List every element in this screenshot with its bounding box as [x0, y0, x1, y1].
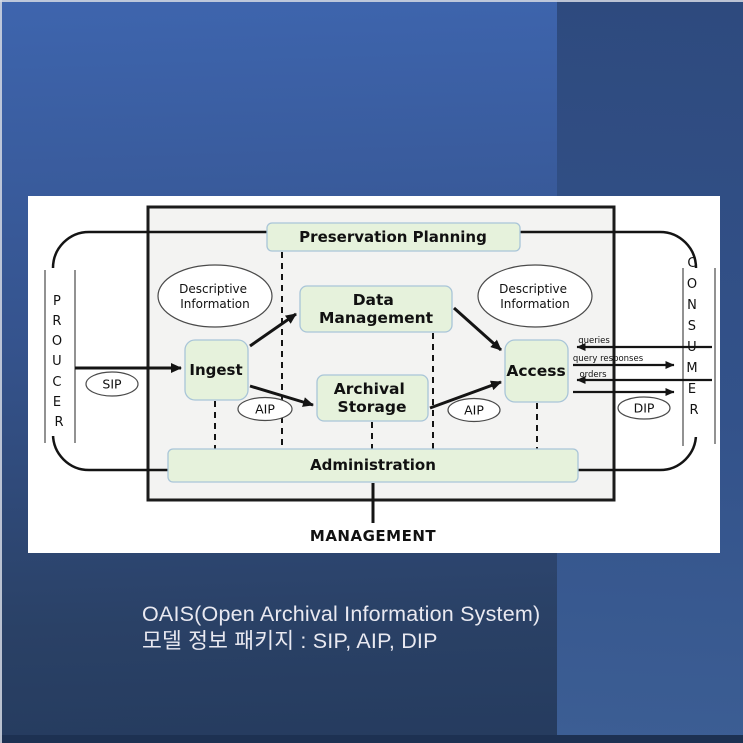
sip-ellipse — [85, 371, 139, 397]
diagram-panel: P R O U C E R C O N S U M E R — [28, 196, 720, 553]
access-box — [504, 339, 569, 403]
sip-text: SIP — [102, 377, 122, 392]
arrow-storage-to-access — [429, 380, 502, 410]
dip-ellipse — [617, 396, 671, 420]
ingest-box — [184, 339, 249, 401]
aip-left-ellipse — [237, 396, 293, 422]
oais-diagram: P R O U C E R C O N S U M E R — [44, 205, 716, 545]
producer-gap-mask — [44, 268, 63, 436]
administration-label: Administration — [310, 456, 436, 474]
orders-label: orders — [579, 370, 607, 380]
descriptive-information-left-ellipse — [157, 264, 273, 328]
producer-label: P R O U C E R — [52, 294, 66, 430]
arrow-ingest-to-datamgmt — [249, 312, 297, 348]
slide-top-edge — [0, 0, 743, 2]
background-bottom-bar — [0, 735, 743, 743]
access-label: Access — [506, 362, 565, 380]
arrow-ingest-to-storage — [249, 384, 314, 407]
management-label: MANAGEMENT — [310, 527, 436, 545]
data-management-label: Data Management — [319, 291, 434, 327]
queries-label: queries — [578, 336, 610, 346]
aip-left-text: AIP — [255, 402, 275, 417]
descriptive-information-left-text: Descriptive Information — [179, 282, 251, 311]
archival-storage-label: Archival Storage — [334, 380, 410, 416]
consumer-gap-mask — [687, 268, 706, 437]
administration-box — [167, 448, 579, 483]
slide-caption: OAIS(Open Archival Information System) 모… — [142, 601, 622, 655]
slide-left-edge — [0, 0, 2, 743]
arrow-datamgmt-to-access — [453, 306, 502, 352]
data-management-box — [299, 285, 453, 333]
preservation-planning-box — [266, 222, 521, 252]
caption-line-2: 모델 정보 패키지 : SIP, AIP, DIP — [142, 629, 438, 653]
archival-storage-box — [316, 374, 429, 422]
preservation-planning-label: Preservation Planning — [299, 228, 487, 246]
descriptive-information-right-ellipse — [477, 264, 593, 328]
aip-right-ellipse — [447, 397, 501, 423]
caption-line-1: OAIS(Open Archival Information System) — [142, 602, 541, 626]
aip-right-text: AIP — [464, 403, 484, 418]
query-responses-label: query responses — [573, 354, 644, 364]
descriptive-information-right-text: Descriptive Information — [499, 282, 571, 311]
dip-text: DIP — [634, 401, 655, 416]
ingest-label: Ingest — [189, 361, 242, 379]
